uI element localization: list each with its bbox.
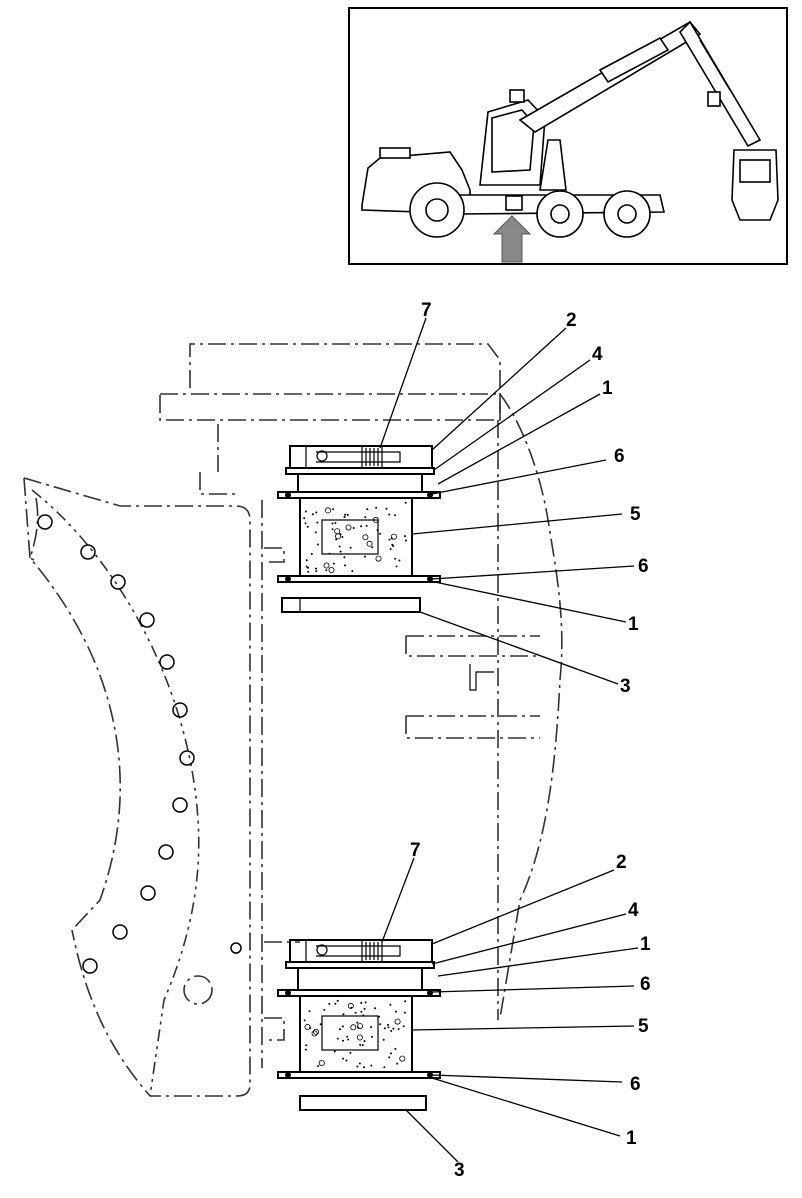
machine-location-inset [348, 7, 788, 265]
callout-6: 6 [640, 974, 651, 995]
location-arrow-icon [492, 215, 532, 263]
callouts-lower: 7 2 4 1 6 5 6 1 3 [410, 840, 651, 1181]
callout-4: 4 [592, 344, 603, 365]
harvester-machine-icon [361, 20, 779, 238]
leader-lines [379, 317, 639, 1163]
callout-2: 2 [616, 852, 627, 873]
callout-7: 7 [410, 840, 421, 861]
machine-frame-outline [23, 343, 563, 1097]
callouts-upper: 7 2 4 1 6 5 6 1 3 [421, 300, 649, 697]
upper-joint-assembly [277, 445, 441, 613]
callout-1: 1 [628, 614, 639, 635]
callout-1: 1 [640, 934, 651, 955]
callout-1: 1 [602, 378, 613, 399]
bushing-texture-upper [303, 501, 407, 574]
callout-5: 5 [638, 1016, 649, 1037]
lower-joint-assembly [277, 939, 441, 1111]
callout-6: 6 [630, 1074, 641, 1095]
callout-1: 1 [626, 1128, 637, 1149]
bushing-texture-lower [303, 999, 407, 1069]
callout-2: 2 [566, 310, 577, 331]
callout-6: 6 [638, 556, 649, 577]
callout-5: 5 [630, 504, 641, 525]
callout-3: 3 [454, 1160, 465, 1181]
frame-pin-hole [183, 975, 213, 1005]
bolt-hole-pattern [37, 514, 242, 974]
callout-4: 4 [628, 900, 639, 921]
callout-6: 6 [614, 446, 625, 467]
callout-7: 7 [421, 300, 432, 321]
callout-3: 3 [620, 676, 631, 697]
